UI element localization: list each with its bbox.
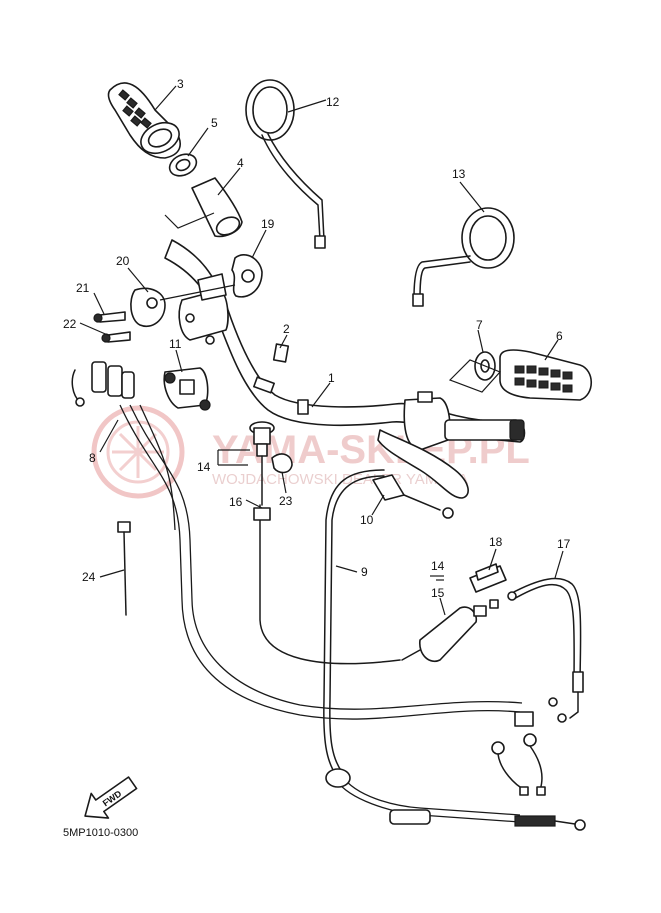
harness-8	[71, 361, 135, 407]
choke-knob	[249, 421, 293, 521]
left-perch	[93, 254, 263, 411]
callout-5: 5	[211, 116, 218, 130]
switch-11	[163, 367, 211, 411]
mirror-right-13	[412, 207, 515, 307]
callout-22: 22	[63, 317, 77, 331]
watermark-subtitle: WOJDACHOWSKI DEALER YAMAHA	[212, 471, 468, 488]
callout-1: 1	[328, 371, 335, 385]
callout-17: 17	[557, 537, 571, 551]
bracket-18	[469, 563, 517, 601]
callout-3: 3	[177, 77, 184, 91]
callout-8: 8	[89, 451, 96, 465]
mirror-left-12	[245, 79, 326, 249]
lower-connectors	[325, 711, 586, 831]
callouts: 1 2 3 4 5 6 7 8 9 10 11 12 13 14 14 15 1…	[63, 77, 571, 600]
callout-18: 18	[489, 535, 503, 549]
drawing-code: 5MP1010-0300	[63, 827, 138, 839]
callout-7: 7	[476, 318, 483, 332]
callout-23: 23	[279, 494, 293, 508]
switch-housing-20	[130, 287, 166, 327]
callout-2: 2	[283, 322, 290, 336]
handlebar	[164, 239, 526, 443]
lever-assembly	[377, 391, 525, 499]
cable-tie-24	[117, 521, 131, 616]
callout-14b: 14	[431, 559, 445, 573]
callout-19: 19	[261, 217, 275, 231]
screw-22	[101, 331, 131, 343]
right-grip	[448, 349, 593, 401]
callout-20: 20	[116, 254, 130, 268]
cable-17-end	[548, 671, 584, 723]
throttle-tube-15	[401, 599, 499, 662]
callout-4: 4	[237, 156, 244, 170]
screw-21	[93, 311, 126, 323]
left-grip	[107, 82, 243, 238]
callout-14a: 14	[197, 460, 211, 474]
callout-15: 15	[431, 586, 445, 600]
tag-2	[272, 343, 290, 363]
watermark-logo	[91, 405, 185, 499]
callout-10: 10	[360, 513, 374, 527]
clip-23	[271, 453, 293, 474]
callout-9: 9	[361, 565, 368, 579]
callout-16: 16	[229, 495, 243, 509]
callout-11: 11	[169, 337, 182, 351]
cable-adjuster-10	[372, 474, 454, 519]
callout-24: 24	[82, 570, 96, 584]
callout-21: 21	[76, 281, 90, 295]
cable-runs	[119, 404, 582, 823]
fwd-arrow: FWD	[84, 776, 138, 819]
callout-6: 6	[556, 329, 563, 343]
callout-13: 13	[452, 167, 466, 181]
callout-12: 12	[326, 95, 340, 109]
leader-lines	[79, 85, 564, 616]
